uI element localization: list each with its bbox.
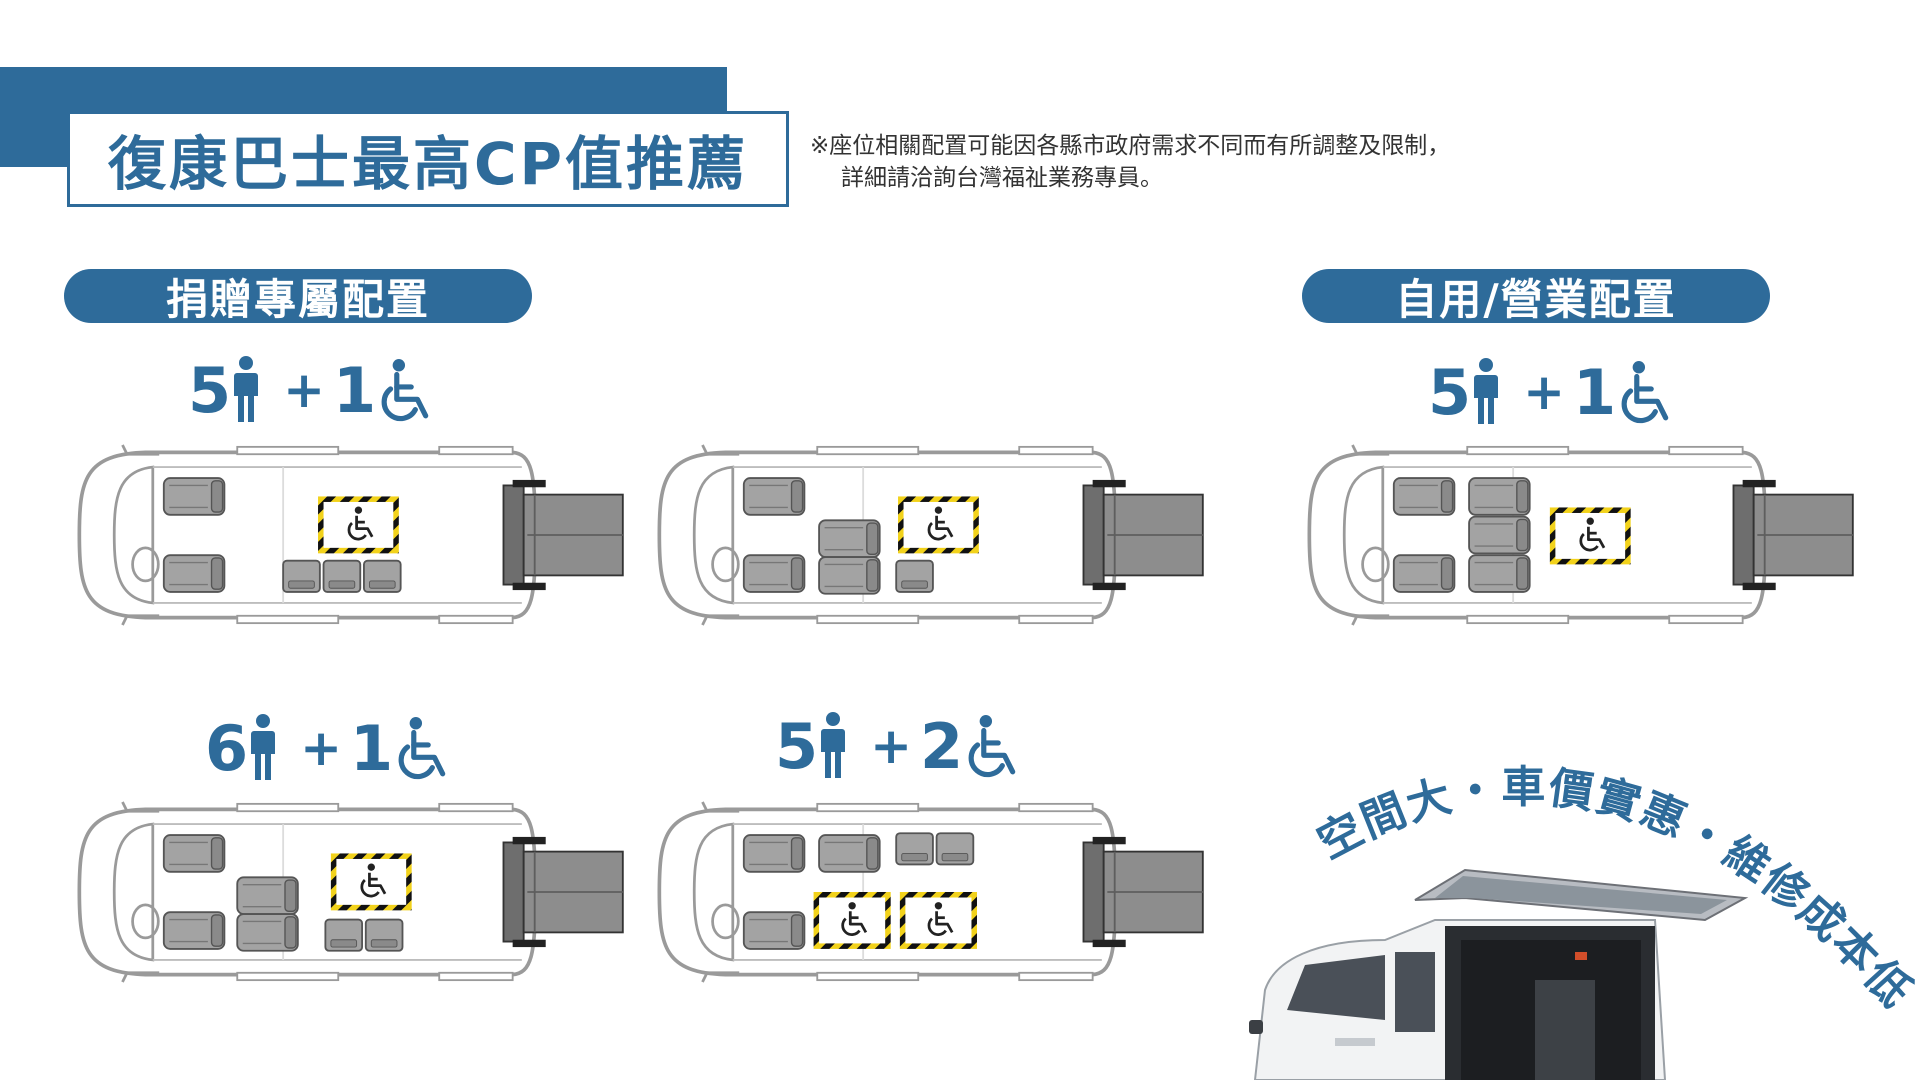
van-layout-5 [657, 443, 1205, 627]
note-line-2: 詳細請洽詢台灣福祉業務專員。 [841, 165, 1163, 191]
wheelchair-icon [393, 716, 449, 780]
seat [818, 556, 881, 595]
wheelchair-count: 2 [920, 709, 964, 783]
plus-sign: + [1523, 363, 1566, 421]
seat [1468, 515, 1531, 555]
van-layout-3 [657, 800, 1205, 984]
jump-seat [282, 559, 321, 593]
person-icon [251, 714, 276, 780]
plus-sign: + [870, 717, 913, 775]
capacity-label-2: 6 + 1 [205, 708, 449, 788]
jump-seat [895, 559, 934, 593]
seat-count: 6 [205, 711, 249, 785]
seat [1468, 554, 1531, 593]
wheelchair-count: 1 [1573, 355, 1617, 429]
wheelchair-space [1549, 507, 1631, 565]
section-label-donation: 捐贈專屬配置 [64, 269, 532, 324]
wheelchair-count: 1 [350, 711, 394, 785]
person-icon [821, 712, 846, 778]
wheelchair-icon [376, 358, 432, 422]
seat [742, 911, 806, 950]
seat [742, 554, 806, 593]
seat [818, 519, 881, 558]
capacity-label-1: 5 + 1 [188, 350, 432, 430]
seat [818, 834, 881, 873]
wheelchair-count: 1 [333, 353, 377, 427]
seat [742, 834, 806, 873]
person-icon [234, 356, 259, 422]
disclaimer-note: ※座位相關配置可能因各縣市政府需求不同而有所調整及限制， 詳細請洽詢台灣福祉業務… [810, 130, 1450, 194]
van-layout-4 [1307, 443, 1855, 627]
seat [1392, 477, 1456, 516]
jump-seat [322, 559, 362, 593]
jump-seat [895, 832, 934, 866]
plus-sign: + [300, 719, 343, 777]
capacity-label-3: 5 + 2 [775, 706, 1019, 786]
seat [162, 477, 226, 516]
van-layout-1 [77, 443, 625, 627]
seat [162, 911, 226, 950]
capacity-label-4: 5 + 1 [1428, 352, 1672, 432]
wheelchair-space [813, 892, 891, 949]
seat [236, 876, 299, 915]
title-box: 復康巴士最高CP值推薦 [67, 111, 789, 207]
seat-count: 5 [188, 353, 232, 427]
page-title: 復康巴士最高CP值推薦 [107, 130, 749, 198]
jump-seat [363, 559, 402, 593]
wheelchair-space [330, 853, 412, 911]
wheelchair-space [898, 496, 979, 554]
section-label-private: 自用/營業配置 [1302, 269, 1770, 324]
seat [742, 477, 806, 516]
seat [1468, 477, 1531, 516]
van-photo [1249, 868, 1749, 1080]
note-line-1: ※座位相關配置可能因各縣市政府需求不同而有所調整及限制， [810, 133, 1451, 159]
van-layout-2 [77, 800, 625, 984]
seat-count: 5 [1428, 355, 1472, 429]
seat [162, 554, 226, 593]
seat-count: 5 [775, 709, 819, 783]
seat [162, 834, 226, 873]
plus-sign: + [283, 361, 326, 419]
jump-seat [364, 918, 404, 952]
seat [1392, 554, 1456, 593]
wheelchair-icon [1616, 360, 1672, 424]
seat [236, 913, 299, 952]
wheelchair-space [318, 496, 399, 554]
jump-seat [324, 918, 364, 952]
person-icon [1474, 358, 1499, 424]
jump-seat [935, 832, 975, 866]
wheelchair-icon [963, 714, 1019, 778]
wheelchair-space [899, 892, 977, 949]
